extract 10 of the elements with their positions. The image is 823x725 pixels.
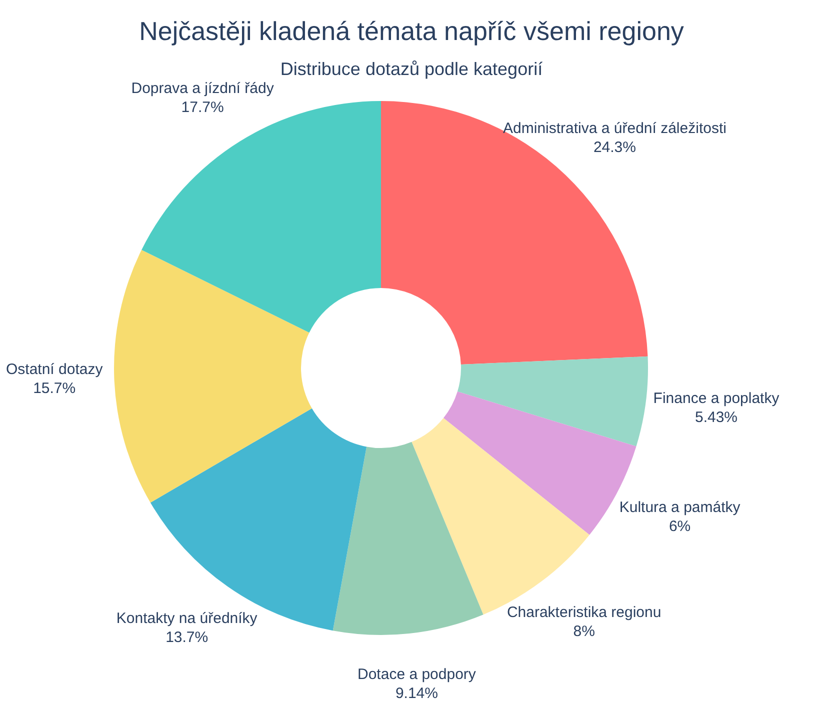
- slice-label: Kultura a památky 6%: [619, 498, 740, 536]
- slice-label: Administrativa a úřední záležitosti 24.3%: [503, 119, 726, 158]
- slice-label: Charakteristika regionu 8%: [506, 603, 662, 642]
- chart-title: Nejčastěji kladená témata napříč všemi regiony: [138, 16, 685, 47]
- slice-label: Dotace a podpory 9.14%: [358, 665, 476, 704]
- chart-subtitle: Distribuce dotazů podle kategorií: [279, 59, 544, 80]
- slice-label: Kontakty na úředníky 13.7%: [116, 609, 258, 648]
- slice-label: Doprava a jízdní řády 17.7%: [131, 78, 274, 117]
- slice-label: Ostatní dotazy 15.7%: [6, 360, 103, 398]
- slice-label: Finance a poplatky 5.43%: [653, 389, 780, 428]
